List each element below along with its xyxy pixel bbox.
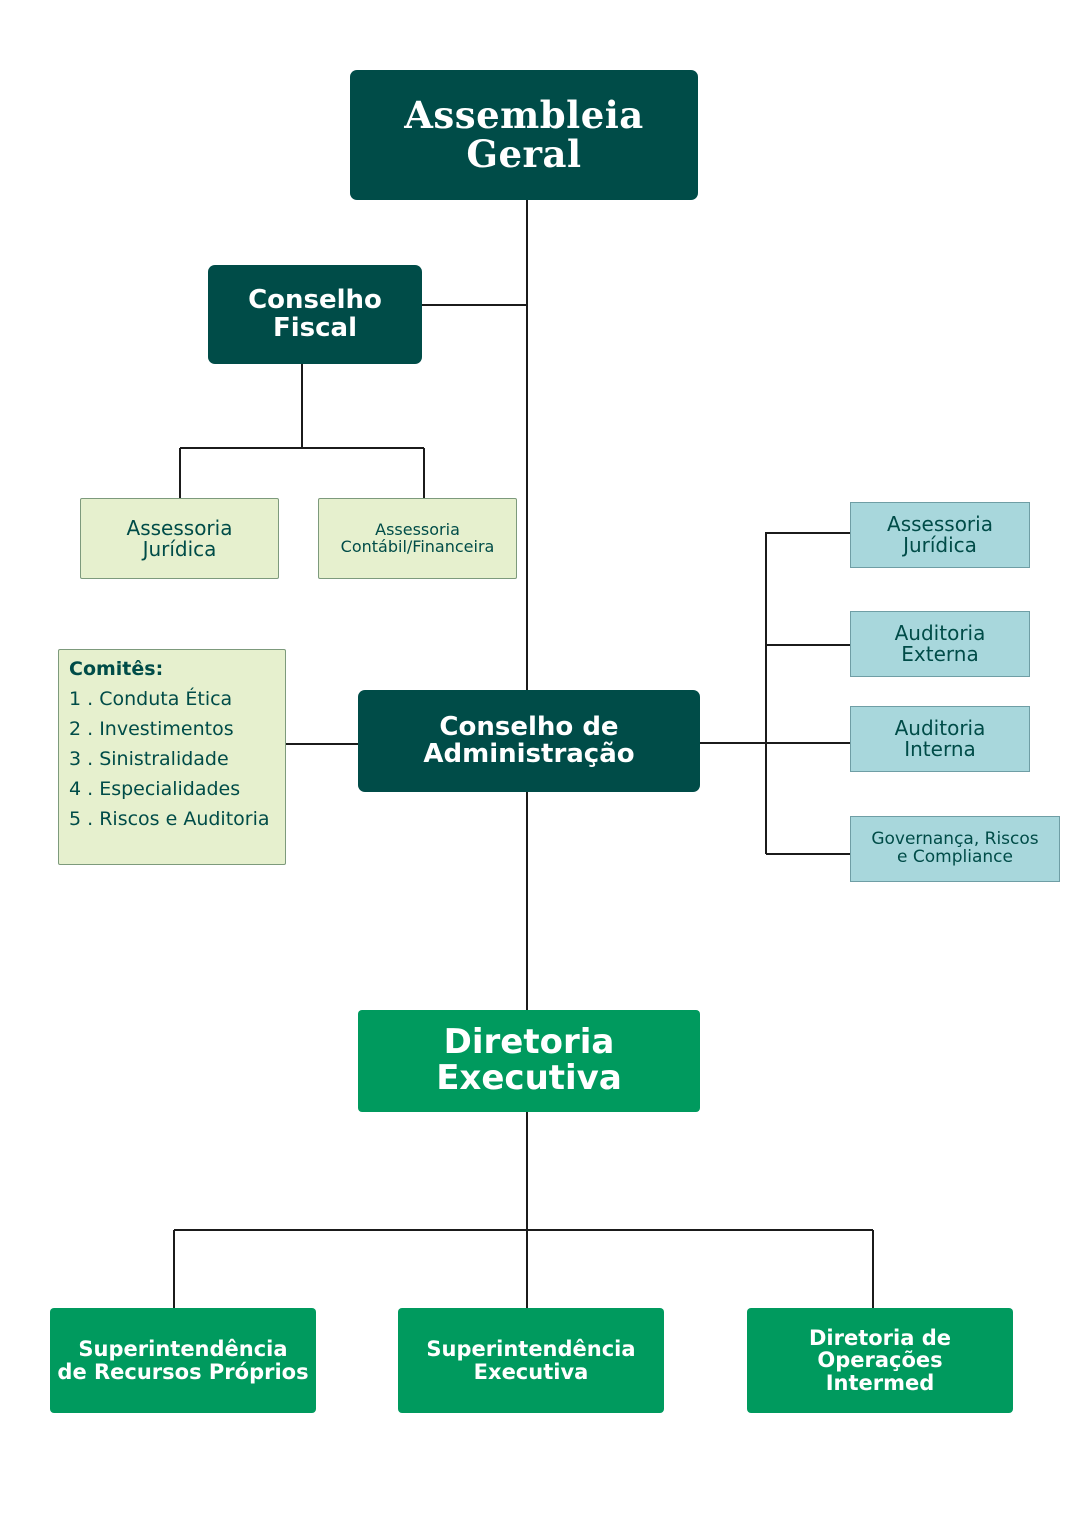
diretoria-operacoes-line2: Operações [817, 1348, 943, 1373]
auditoria-externa-box: Auditoria Externa [850, 611, 1030, 677]
fiscal-assessoria-contabil-line1: Assessoria [375, 519, 460, 539]
conselho-administracao-line1: Conselho de [439, 711, 619, 742]
auditoria-interna-line2: Interna [904, 737, 976, 761]
fiscal-assessoria-juridica-box: Assessoria Jurídica [80, 498, 279, 579]
diretoria-operacoes-line3: Intermed [825, 1370, 935, 1395]
sup-executiva-box: Superintendência Executiva [398, 1308, 664, 1413]
conselho-fiscal-line1: Conselho [248, 285, 382, 316]
conselho-fiscal-box: Conselho Fiscal [208, 265, 422, 364]
conselho-fiscal-line2: Fiscal [272, 312, 358, 343]
fiscal-assessoria-juridica-line1: Assessoria [126, 515, 233, 540]
assembleia-line2: Geral [466, 132, 582, 176]
diretoria-executiva-line1: Diretoria [443, 1022, 615, 1063]
diretoria-executiva-line2: Executiva [436, 1058, 622, 1098]
auditoria-interna-box: Auditoria Interna [850, 706, 1030, 772]
diretoria-executiva-box: Diretoria Executiva [358, 1010, 700, 1112]
admin-assessoria-juridica-box: Assessoria Jurídica [850, 502, 1030, 568]
fiscal-assessoria-contabil-line2: Contábil/Financeira [340, 536, 495, 556]
auditoria-externa-line2: Externa [901, 642, 979, 666]
sup-recursos-proprios-line1: Superintendência [78, 1337, 288, 1362]
comite-item: 1 . Conduta Ética [69, 688, 233, 710]
conselho-administracao-line2: Administração [423, 739, 635, 769]
fiscal-assessoria-contabil-box: Assessoria Contábil/Financeira [318, 498, 517, 579]
sup-recursos-proprios-box: Superintendência de Recursos Próprios [50, 1308, 316, 1413]
governanca-box: Governança, Riscos e Compliance [850, 816, 1060, 882]
governanca-line2: e Compliance [897, 847, 1013, 867]
conselho-administracao-box: Conselho de Administração [358, 690, 700, 792]
comite-item: 5 . Riscos e Auditoria [69, 808, 270, 830]
assembleia-geral-box: Assembleia Geral [350, 70, 698, 200]
admin-assessoria-juridica-line2: Jurídica [903, 533, 977, 557]
sup-executiva-line2: Executiva [473, 1359, 589, 1384]
admin-assessoria-juridica-line1: Assessoria [887, 512, 993, 536]
governanca-line1: Governança, Riscos [871, 829, 1039, 850]
comite-item: 3 . Sinistralidade [69, 748, 229, 770]
comite-item: 2 . Investimentos [69, 718, 234, 740]
sup-recursos-proprios-line2: de Recursos Próprios [57, 1359, 309, 1384]
diretoria-operacoes-box: Diretoria de Operações Intermed [747, 1308, 1013, 1413]
sup-executiva-line1: Superintendência [426, 1337, 636, 1362]
auditoria-externa-line1: Auditoria [894, 621, 986, 645]
fiscal-assessoria-juridica-line2: Jurídica [142, 536, 217, 561]
auditoria-interna-line1: Auditoria [894, 716, 986, 740]
assembleia-line1: Assembleia [404, 93, 644, 138]
comites-title: Comitês: [69, 658, 164, 680]
comites-box: Comitês: 1 . Conduta Ética 2 . Investime… [58, 649, 286, 865]
comite-item: 4 . Especialidades [69, 778, 241, 800]
diretoria-operacoes-line1: Diretoria de [808, 1326, 951, 1351]
